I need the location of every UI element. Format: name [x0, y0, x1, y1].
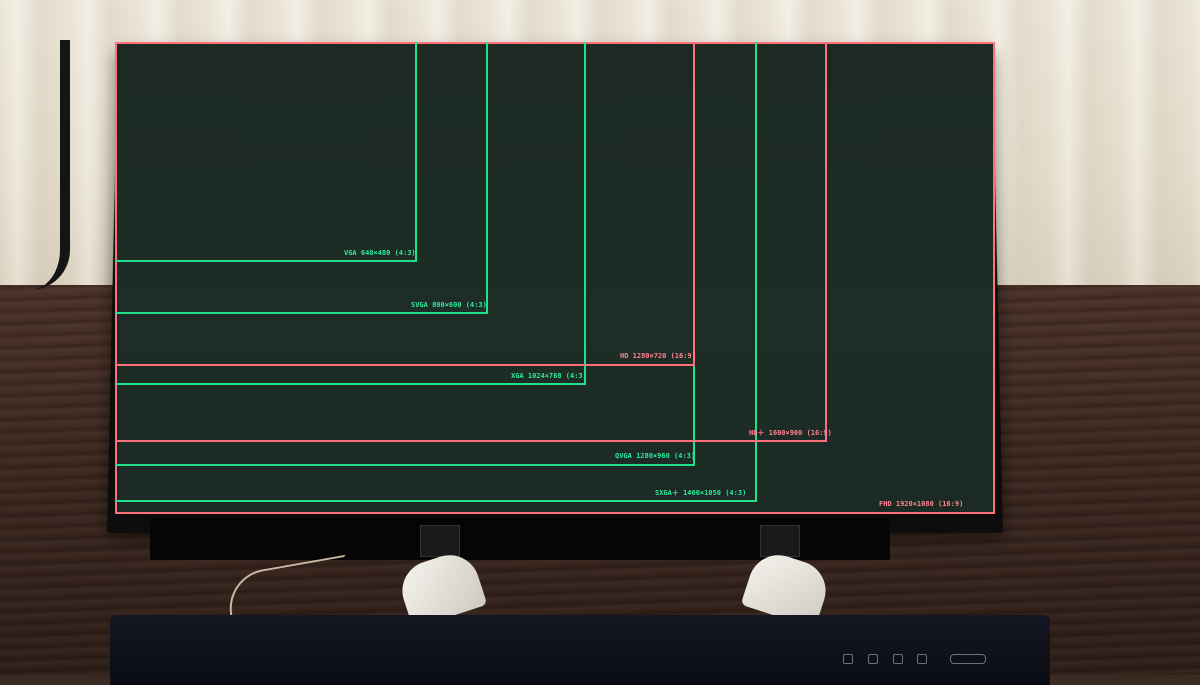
label-sxga-plus: SXGA＋ 1400×1050 (4:3) [655, 488, 746, 498]
connector-chip [420, 525, 460, 557]
label-xga: XGA 1024×768 (4:3) [511, 372, 587, 380]
label-vga: VGA 640×480 (4:3) [344, 249, 416, 257]
board-button[interactable] [917, 654, 927, 664]
power-button[interactable] [950, 654, 986, 664]
board-button[interactable] [843, 654, 853, 664]
connector-chip [760, 525, 800, 557]
label-hd: HD 1280×720 (16:9) [620, 352, 696, 360]
label-svga: SVGA 800×600 (4:3) [411, 301, 487, 309]
label-qvga: QVGA 1280×960 (4:3) [615, 452, 695, 460]
board-button[interactable] [868, 654, 878, 664]
board-button[interactable] [893, 654, 903, 664]
frame-vga [115, 42, 417, 262]
monitor-screen: VGA 640×480 (4:3) SVGA 800×600 (4:3) HD … [115, 42, 995, 514]
label-fhd: FHD 1920×1080 (16:9) [879, 500, 963, 508]
power-cable [0, 40, 70, 290]
label-hd-plus: HD＋ 1600×900 (16:9) [749, 428, 832, 438]
